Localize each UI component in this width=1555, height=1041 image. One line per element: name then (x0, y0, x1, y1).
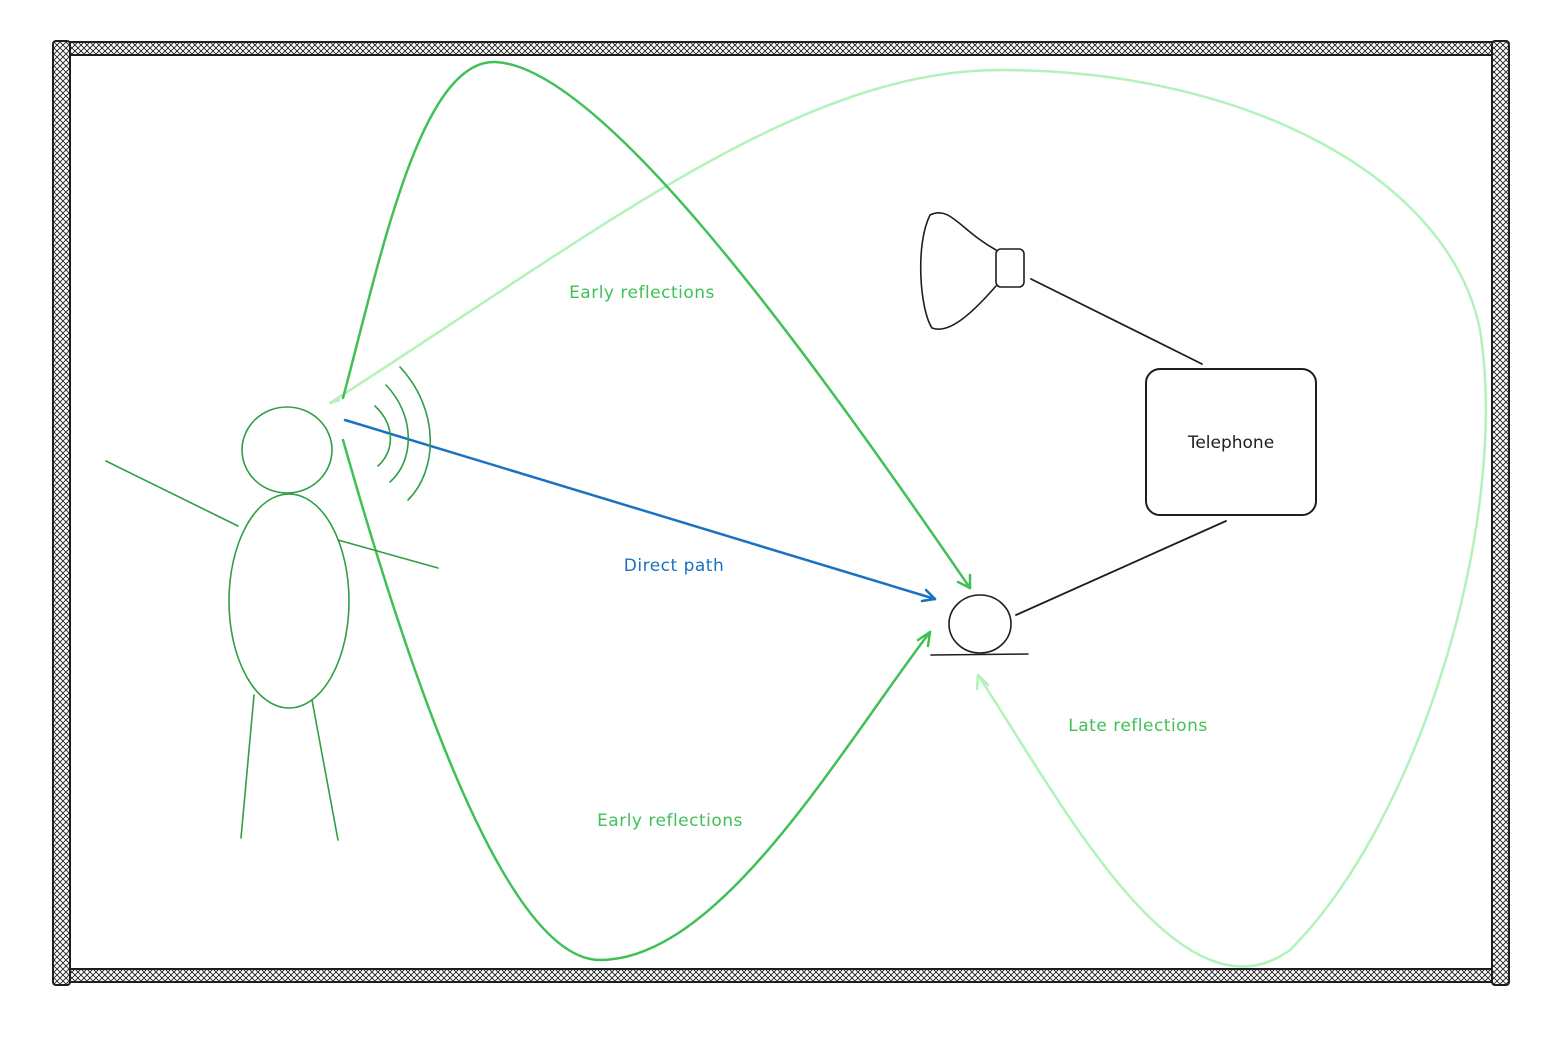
early-reflections-label-top: Early reflections (569, 283, 715, 303)
early-reflection-path-bottom (341, 438, 932, 962)
person-figure (105, 366, 439, 841)
telephone-box: Telephone (1145, 368, 1317, 516)
wall-bottom (63, 968, 1503, 983)
early-top-arrowhead (956, 573, 972, 590)
person-leg-right (311, 699, 339, 841)
person-leg-left (240, 694, 255, 839)
sound-wave-icon-2 (385, 384, 410, 483)
speaker-to-telephone-line (1030, 278, 1203, 365)
person-arm-right (337, 539, 439, 569)
direct-arrowhead (920, 588, 937, 603)
telephone-label: Telephone (1187, 433, 1274, 453)
late-reflection-path (328, 68, 1487, 968)
sound-wave-icon-1 (374, 405, 392, 467)
wall-right (1491, 40, 1510, 986)
direct-path-label: Direct path (624, 556, 724, 576)
microphone-icon (930, 594, 1029, 656)
wall-left (52, 40, 71, 986)
person-body (228, 493, 350, 709)
late-arrowhead (975, 673, 990, 691)
wall-top (63, 41, 1503, 56)
early-bottom-arrowhead (916, 630, 932, 648)
loudspeaker-icon (919, 212, 1025, 330)
direct-path (343, 418, 937, 603)
telephone-to-mic-line (1015, 520, 1227, 616)
late-arrow-start (329, 398, 341, 405)
sound-wave-icon-3 (399, 366, 432, 501)
person-head (241, 406, 333, 494)
person-arm-left (105, 460, 239, 527)
early-reflections-label-bottom: Early reflections (597, 811, 743, 831)
early-reflection-path-top (341, 60, 972, 590)
room-walls (52, 40, 1510, 986)
late-reflections-label: Late reflections (1068, 716, 1207, 736)
connection-lines (1015, 278, 1227, 616)
